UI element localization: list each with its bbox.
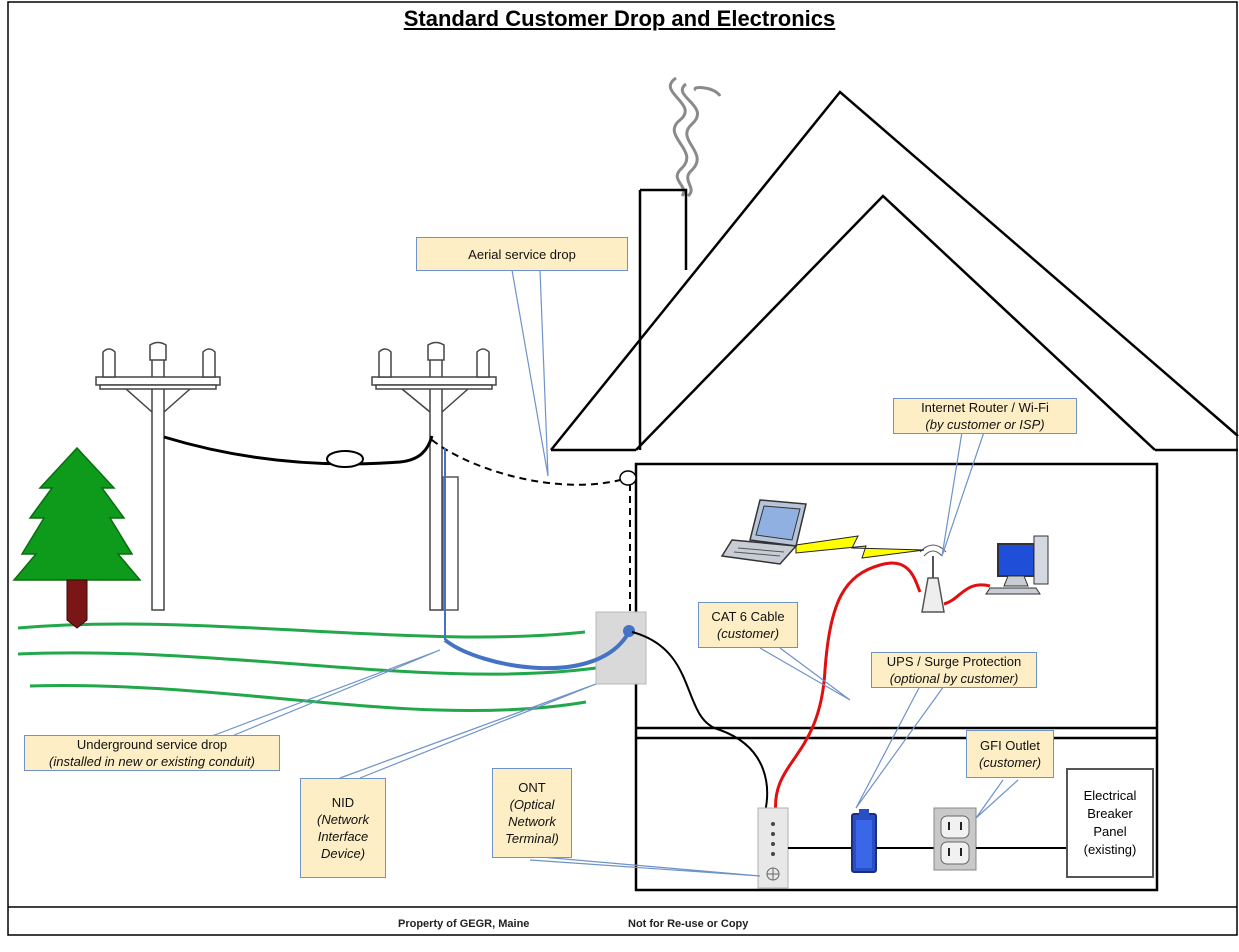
footer-notice: Not for Re-use or Copy (628, 918, 749, 930)
callout-text: CAT 6 Cable (711, 609, 785, 624)
outer-frame (7, 1, 1238, 936)
house-body (634, 462, 1159, 892)
callout-internet-router: Internet Router / Wi-Fi (by customer or … (893, 398, 1077, 434)
underground-fiber (443, 629, 632, 671)
footer-property: Property of GEGR, Maine (398, 918, 530, 930)
nid-ont-cable (631, 631, 769, 813)
tree (12, 446, 142, 629)
laptop-icon (720, 499, 807, 565)
callout-text: NID (331, 795, 355, 810)
page-title: Standard Customer Drop and Electronics (403, 6, 836, 31)
callout-subtext: (customer) (978, 755, 1042, 770)
aerial-drop-dashed (431, 439, 629, 486)
callout-text: UPS / Surge Protection (886, 654, 1022, 669)
desktop-pc-icon (985, 535, 1049, 595)
callout-text: Aerial service drop (468, 246, 576, 262)
conduit-riser (442, 476, 459, 611)
aerial-line (163, 435, 434, 466)
callout-underground-service-drop: Underground service drop (installed in n… (24, 735, 280, 771)
ups-device (851, 809, 877, 873)
wifi-lightning (795, 535, 925, 559)
callout-text: GFI Outlet (980, 738, 1040, 753)
callout-text: ONT (518, 780, 546, 795)
utility-pole-1 (95, 341, 221, 611)
router-device (919, 544, 947, 613)
nid-box (595, 611, 647, 685)
nid-connector (623, 625, 635, 637)
callout-gfi-outlet: GFI Outlet (customer) (966, 730, 1054, 778)
callout-cat6-cable: CAT 6 Cable (customer) (698, 602, 798, 648)
callout-text: Underground service drop (76, 737, 228, 752)
panel-line-4: (existing) (1083, 842, 1137, 857)
panel-line-3: Panel (1093, 824, 1127, 839)
utility-pole-2 (371, 341, 497, 611)
ont-device (757, 807, 789, 889)
callout-subtext: (optional by customer) (889, 671, 1019, 686)
callout-ups-surge-protection: UPS / Surge Protection (optional by cust… (871, 652, 1037, 688)
grass-lines (17, 622, 597, 713)
cat6-router-cable (774, 561, 922, 816)
gfi-outlet-device (933, 807, 977, 871)
electrical-breaker-panel: Electrical Breaker Panel (existing) (1066, 768, 1154, 878)
cat6-pc-cable (943, 583, 991, 606)
roof-inner (635, 194, 1156, 451)
callout-subtext: (by customer or ISP) (925, 417, 1045, 432)
callout-subtext: (customer) (716, 626, 780, 641)
callout-pointers (211, 269, 1019, 877)
callout-ont: ONT (Optical Network Terminal) (492, 768, 572, 858)
chimney (640, 188, 688, 270)
house (550, 90, 1239, 892)
panel-line-1: Electrical (1083, 788, 1137, 803)
callout-aerial-service-drop: Aerial service drop (416, 237, 628, 271)
callout-subtext: (Network Interface Device) (316, 812, 369, 861)
callout-text: Internet Router / Wi-Fi (921, 400, 1049, 415)
slack-loop (326, 450, 364, 468)
callout-subtext: (installed in new or existing conduit) (49, 754, 255, 769)
callout-subtext: (Optical Network Terminal) (505, 797, 559, 846)
roof-outer (550, 90, 1239, 451)
callout-nid: NID (Network Interface Device) (300, 778, 386, 878)
panel-line-2: Breaker (1087, 806, 1133, 821)
chimney-smoke (668, 76, 722, 198)
